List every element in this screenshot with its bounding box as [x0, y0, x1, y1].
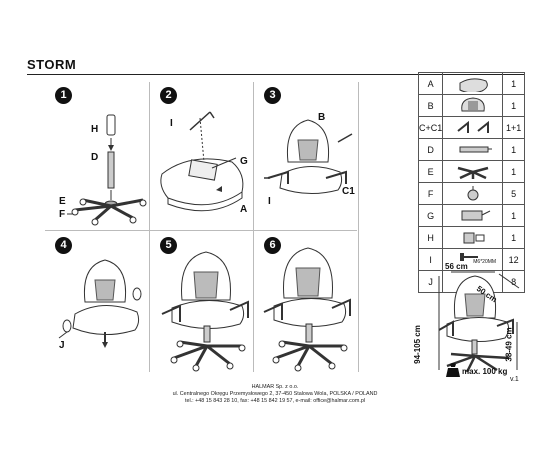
label-h: H: [91, 124, 98, 135]
title-rule: [27, 74, 525, 75]
cover-icon: [463, 232, 485, 244]
part-qty: 1+1: [502, 116, 525, 139]
step-6: 6: [254, 232, 358, 380]
part-picture: [442, 116, 504, 139]
part-letter: D: [417, 138, 444, 161]
part-letter: G: [417, 204, 444, 227]
caster-icon: [467, 186, 479, 201]
mechanism-icon: [461, 210, 490, 221]
label-d: D: [91, 152, 98, 163]
step-number: 3: [264, 87, 281, 104]
dimensions-drawing: [438, 271, 520, 373]
part-note: M6*20MM: [473, 259, 497, 265]
chair-on-base-drawing: [161, 251, 249, 372]
step-4: 4 J: [45, 232, 149, 380]
assembly-drawing: J: [58, 259, 142, 351]
step-number: 4: [55, 237, 72, 254]
step-number: 6: [264, 237, 281, 254]
part-letter: I: [417, 248, 444, 271]
step-1: 1 H D E F: [45, 82, 149, 230]
gas-lift-icon: [459, 146, 492, 153]
part-letter: J: [417, 270, 444, 293]
label-c1: C1: [342, 186, 355, 197]
dimension-height: 94-105 cm: [412, 325, 422, 364]
label-i: I: [170, 118, 173, 129]
label-f: F: [59, 209, 65, 220]
part-picture: [442, 72, 504, 95]
parts-row: C+C1 1+1: [417, 116, 525, 139]
separator-row: [45, 230, 357, 231]
part-qty: 1: [502, 226, 525, 249]
part-letter: H: [417, 226, 444, 249]
part-picture: [442, 182, 504, 205]
footer-company: HALMAR Sp. z o.o.: [251, 384, 299, 390]
armrests-icon: [457, 120, 489, 133]
step-number: 1: [55, 87, 72, 104]
step-2: 2 I G A: [150, 82, 254, 230]
label-i: I: [268, 196, 271, 207]
parts-row: I M6*20MM 12: [417, 248, 525, 271]
weight-icon: [446, 363, 460, 377]
gas-lift-base-drawing: H D E F: [59, 114, 147, 226]
finished-chair-drawing: [263, 247, 351, 372]
part-picture: [442, 226, 504, 249]
part-letter: F: [417, 182, 444, 205]
star-base-icon: [457, 166, 489, 180]
product-title: STORM: [27, 57, 77, 72]
part-picture: [442, 204, 504, 227]
max-load: max. 100 kg: [462, 367, 508, 376]
part-picture: [442, 138, 504, 161]
part-qty: 12: [502, 248, 525, 271]
separator-1: [149, 82, 150, 372]
step-number: 2: [160, 87, 177, 104]
label-j: J: [59, 340, 65, 351]
label-b: B: [318, 112, 325, 123]
label-g: G: [240, 156, 248, 167]
dimension-width: 56 cm: [445, 262, 468, 271]
version-label: v.1: [510, 376, 519, 383]
label-e: E: [59, 196, 66, 207]
backrest-armrest-drawing: B I C1: [264, 112, 355, 207]
part-qty: 5: [502, 182, 525, 205]
seat-icon: [459, 78, 488, 94]
part-qty: 1: [502, 72, 525, 95]
label-a: A: [240, 204, 247, 215]
footer-address: ul. Centralnego Okręgu Przemysłowego 2, …: [172, 391, 378, 397]
part-picture: [442, 94, 504, 117]
footer-contact: tel.: +48 15 843 28 10, fax: +48 15 842 …: [184, 398, 366, 404]
separator-3: [358, 82, 359, 372]
part-qty: 1: [502, 94, 525, 117]
part-qty: 8: [502, 270, 525, 293]
part-qty: 1: [502, 138, 525, 161]
step-3: 3 B I C1: [254, 82, 358, 230]
part-letter: C+C1: [417, 116, 444, 139]
part-qty: 1: [502, 204, 525, 227]
step-number: 5: [160, 237, 177, 254]
bolt-icon: [459, 253, 478, 261]
seat-mechanism-drawing: I G A: [160, 111, 248, 215]
part-picture: [442, 160, 504, 183]
backrest-icon: [461, 97, 485, 112]
dimension-seat-height: 38-49 cm: [504, 327, 514, 362]
part-qty: 1: [502, 160, 525, 183]
separator-2: [253, 82, 254, 372]
part-letter: B: [417, 94, 444, 117]
step-5: 5: [150, 232, 254, 380]
part-letter: A: [417, 72, 444, 95]
part-letter: E: [417, 160, 444, 183]
